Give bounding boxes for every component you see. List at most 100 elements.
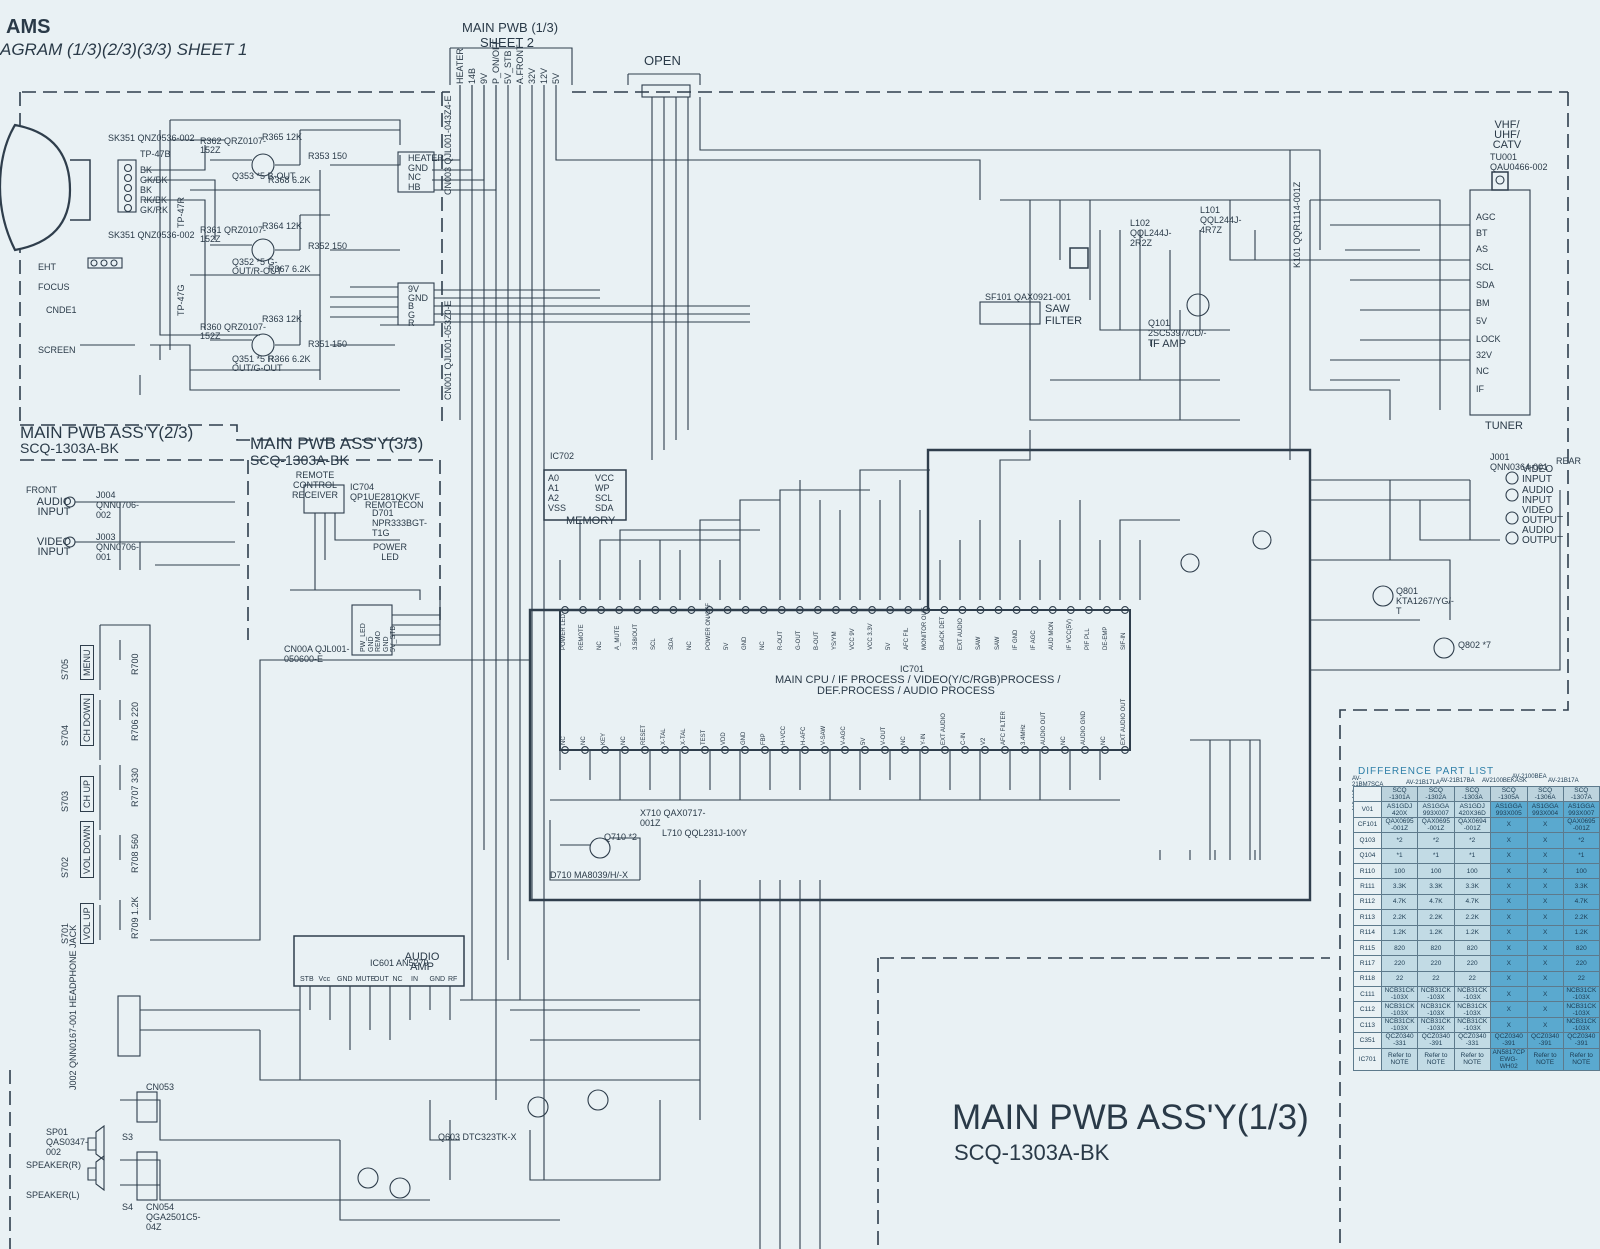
key-label-1: CH DOWN: [80, 694, 94, 746]
dpl-cell-1-3: X: [1489, 816, 1528, 834]
ic701-top-label-1: REMOTE: [579, 624, 586, 650]
dpl-cell-4-5: 100: [1562, 862, 1600, 880]
ic701-bottom-label-10: FBP: [761, 733, 767, 745]
ic701-top-label-19: AFC FIL: [904, 627, 911, 650]
block-title-main-23: MAIN PWB ASS'Y(2/3): [20, 423, 194, 442]
dpl-part-1: CF101: [1353, 816, 1382, 834]
dpl-cell-1-5: QAX0695 -001Z: [1562, 816, 1600, 834]
key-label-0: MENU: [80, 645, 94, 680]
cn00a-pin-3: GND: [382, 636, 390, 652]
dpl-cell-6-3: X: [1489, 893, 1528, 911]
dpl-part-14: C113: [1353, 1016, 1382, 1034]
ic701-top-label-13: G-OUT: [795, 630, 802, 650]
ic701-bottom-label-0: NC: [561, 736, 567, 745]
key-label-4: VOL UP: [80, 903, 94, 944]
dpl-corner: [1353, 785, 1382, 803]
headphone-jack: J002 QNN0167-001 HEADPHONE JACK: [68, 924, 78, 1090]
ic704-body: [303, 484, 345, 514]
dpl-cell-0-3: AS1GGA 993X005: [1489, 801, 1528, 818]
ic702-body: [543, 469, 627, 521]
ic701-bottom-label-5: X-TAL: [661, 728, 667, 745]
ic702-rpin-2: SCL: [595, 493, 613, 503]
dpl-cell-8-2: 1.2K: [1453, 924, 1491, 941]
q802-label: Q802 *7: [1458, 640, 1492, 650]
ic701-top-pin-1: [579, 606, 588, 614]
rgb-part-8: R367 6.2K: [268, 264, 311, 274]
tuner-title: VHF/ UHF/ CATV: [1492, 119, 1522, 151]
remote-cn: CN00A QJL001-050600-E: [284, 644, 350, 664]
dpl-cell-1-4: X: [1526, 816, 1564, 834]
ic701-top-label-4: 3.58/OUT: [633, 623, 640, 650]
ic701-top-label-10: GND: [741, 636, 748, 650]
rgb-part-9: R352 150: [308, 241, 348, 251]
ic701-top-label-24: SAW: [994, 636, 1001, 650]
dpl-cell-13-1: NCB31CK -103X: [1417, 1001, 1455, 1018]
crt-tube-outline: [0, 123, 72, 252]
dpl-cell-11-0: 22: [1380, 970, 1419, 988]
speaker-r-label: SPEAKER(R): [26, 1160, 82, 1170]
ic701-bottom-pin-14: [841, 746, 849, 754]
k101-label: K101 QQR1114-001Z: [1292, 181, 1302, 268]
ic701-top-label-15: YS/YM: [831, 631, 838, 650]
ic701-top-pin-21: [940, 606, 949, 614]
heater-pin-2: NC: [408, 172, 421, 182]
border-23-bottom: [20, 424, 415, 441]
saw-part: SF101 QAX0921-001: [985, 292, 1072, 302]
top-signal-6: 32V: [527, 67, 537, 84]
border-33-top: [20, 459, 441, 620]
dpl-cell-12-5: NCB31CK -103X: [1562, 986, 1600, 1003]
rgb-part-1: Q353 *5 B-OUT: [232, 171, 296, 181]
dpl-cell-14-5: NCB31CK -103X: [1562, 1016, 1600, 1034]
ic701-top-label-0: POWER LED: [561, 613, 567, 650]
ic701-top-pin-26: [1030, 606, 1039, 614]
key-res-3: R708 560: [130, 833, 140, 873]
q603-label: Q603 DTC323TK-X: [438, 1132, 517, 1142]
key-name-0: S705: [60, 658, 70, 680]
dpl-cell-8-3: X: [1489, 924, 1528, 941]
ic701-bottom-pin-13: [821, 746, 829, 754]
ic701-top-label-11: NC: [759, 641, 766, 650]
crt-cnde1: CNDE1: [46, 305, 77, 315]
tuner-pin-3: SCL: [1476, 262, 1494, 272]
tuner-pin-0: AGC: [1476, 212, 1496, 222]
dpl-cell-14-4: X: [1526, 1016, 1564, 1034]
ic701-top-label-5: SCL: [651, 638, 658, 650]
key-name-2: S703: [60, 790, 70, 812]
dpl-cell-0-0: AS1GDJ 420X: [1380, 801, 1419, 818]
dpl-cell-4-0: 100: [1380, 862, 1419, 880]
dpl-cell-12-4: X: [1526, 986, 1564, 1003]
q710-transistor: [589, 837, 611, 859]
j003-label: J003 QNN0706-001: [96, 532, 140, 562]
ic701-bottom-label-12: H-AFC: [801, 726, 807, 745]
dpl-cell-13-0: NCB31CK -103X: [1380, 1001, 1419, 1018]
dpl-cell-9-2: 820: [1453, 939, 1491, 957]
dpl-cell-2-3: X: [1489, 832, 1528, 849]
dpl-cell-12-2: NCB31CK -103X: [1453, 986, 1491, 1003]
dpl-cell-10-0: 220: [1380, 955, 1419, 972]
top-signal-1: 14B: [467, 67, 477, 84]
ic701-top-label-23: SAW: [976, 636, 983, 650]
dpl-cell-14-1: NCB31CK -103X: [1417, 1016, 1455, 1034]
dpl-cell-0-2: AS1GDJ 420X36D: [1453, 801, 1491, 818]
ic701-bottom-label-11: H-VCC: [781, 726, 787, 745]
dpl-cell-8-1: 1.2K: [1417, 924, 1455, 941]
dpl-cell-3-0: *1: [1380, 847, 1419, 864]
s4-label: S4: [122, 1202, 134, 1212]
ic701-bottom-label-17: NC: [901, 736, 907, 745]
l102-label: L102 QQL244J-2R2Z: [1130, 218, 1172, 248]
crt-socket: [117, 159, 137, 213]
ic701-bottom-label-23: 3.4MHz: [1021, 724, 1027, 745]
dpl-cell-4-4: X: [1526, 862, 1564, 880]
ic701-bottom-label-13: V-SAW: [821, 725, 827, 745]
key-res-4: R709 1.2K: [130, 896, 140, 939]
cn001-pin-1: GND: [408, 292, 428, 303]
dpl-cell-11-1: 22: [1417, 970, 1455, 988]
crt-pin-gkrk: GK/RK: [140, 205, 169, 215]
cn00a-pin-4: 5V_STB: [390, 625, 398, 652]
q101-transistor: [1186, 293, 1210, 317]
top-signal-5: A.FRONT: [515, 44, 525, 85]
dpl-cell-5-5: 3.3K: [1562, 878, 1600, 895]
